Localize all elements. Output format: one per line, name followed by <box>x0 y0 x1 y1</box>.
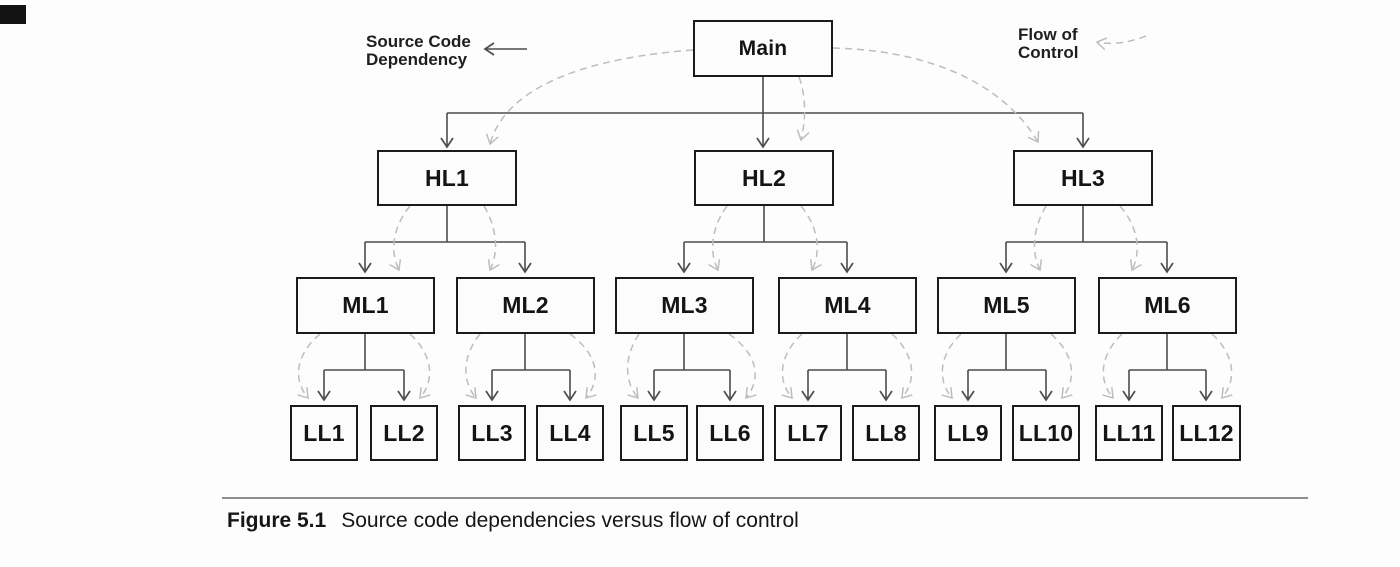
flow-arrow <box>1102 333 1123 400</box>
flow-arrow <box>832 47 1040 144</box>
source-code-dependency-line2: Dependency <box>366 50 468 69</box>
node-ll12: LL12 <box>1172 405 1241 461</box>
node-ml4: ML4 <box>778 277 917 334</box>
node-ml6-label: ML6 <box>1144 292 1191 318</box>
flow-arrow <box>1119 205 1142 272</box>
node-ll11: LL11 <box>1095 405 1163 461</box>
node-hl2-label: HL2 <box>741 164 787 191</box>
node-ml1-label: ML1 <box>342 292 389 318</box>
node-ll4: LL4 <box>536 405 604 461</box>
node-hl3-label: HL3 <box>1060 164 1106 191</box>
node-ll6-label: LL6 <box>709 419 751 446</box>
node-ll5: LL5 <box>620 405 688 461</box>
flow-arrow <box>465 333 481 400</box>
node-ll9-label: LL9 <box>947 419 989 446</box>
flow-arrow <box>297 333 321 400</box>
flow-arrow <box>796 76 810 142</box>
node-ml1: ML1 <box>296 277 435 334</box>
node-hl2: HL2 <box>694 150 834 206</box>
node-ml5-label: ML5 <box>983 292 1030 318</box>
node-ll5-label: LL5 <box>633 419 675 446</box>
flow-of-control-lines <box>297 35 1233 400</box>
node-ml4-label: ML4 <box>824 292 871 318</box>
node-ll10-label: LL10 <box>1018 419 1074 446</box>
flow-arrow <box>409 333 431 400</box>
node-ll7-label: LL7 <box>787 419 829 446</box>
scan-artifact-mark <box>0 5 26 24</box>
flow-arrow <box>1050 333 1073 400</box>
node-ml2: ML2 <box>456 277 595 334</box>
node-ll1: LL1 <box>290 405 358 461</box>
figure-caption-text: Source code dependencies versus flow of … <box>341 509 799 532</box>
node-ll10: LL10 <box>1012 405 1080 461</box>
source-code-dependency-label: Source Code Dependency <box>366 33 471 69</box>
flow-arrow <box>569 333 597 400</box>
flow-arrow <box>781 333 803 400</box>
source-code-dependency-line1: Source Code <box>366 32 471 51</box>
flow-arrow <box>626 333 640 400</box>
node-ll2-label: LL2 <box>383 419 425 446</box>
flow-arrow <box>728 333 757 400</box>
flow-arrow <box>485 49 694 146</box>
node-hl3: HL3 <box>1013 150 1153 206</box>
node-main-label: Main <box>738 36 788 60</box>
node-ml5: ML5 <box>937 277 1076 334</box>
flow-of-control-line1: Flow of <box>1018 25 1078 44</box>
dependency-rails <box>324 112 1206 371</box>
node-ll4-label: LL4 <box>549 419 591 446</box>
figure-caption: Figure 5.1 Source code dependencies versu… <box>227 509 799 533</box>
node-main: Main <box>693 20 833 77</box>
node-ll8: LL8 <box>852 405 920 461</box>
node-ll12-label: LL12 <box>1179 419 1234 446</box>
node-ll8-label: LL8 <box>865 419 907 446</box>
node-ll1-label: LL1 <box>303 419 345 446</box>
node-ml3-label: ML3 <box>661 292 708 318</box>
flow-arrow <box>800 205 822 272</box>
figure-caption-number: Figure 5.1 <box>227 509 327 532</box>
node-ll11-label: LL11 <box>1102 419 1156 446</box>
caption-divider <box>222 497 1308 499</box>
source-dependency-lines <box>317 42 1213 402</box>
flow-of-control-label: Flow of Control <box>1018 26 1078 62</box>
node-ll3: LL3 <box>458 405 526 461</box>
node-hl1: HL1 <box>377 150 517 206</box>
node-ml6: ML6 <box>1098 277 1237 334</box>
node-ll3-label: LL3 <box>471 419 513 446</box>
flow-arrow <box>891 333 913 400</box>
node-hl1-label: HL1 <box>424 164 470 191</box>
flow-arrow <box>1211 333 1233 400</box>
flow-of-control-legend-arrow <box>1095 35 1147 51</box>
node-ll9: LL9 <box>934 405 1002 461</box>
flow-arrow <box>389 205 411 272</box>
flow-arrow <box>483 205 500 272</box>
node-ll2: LL2 <box>370 405 438 461</box>
node-ml3: ML3 <box>615 277 754 334</box>
flow-arrow <box>941 333 962 400</box>
node-ll6: LL6 <box>696 405 764 461</box>
node-ml2-label: ML2 <box>502 292 549 318</box>
flow-arrow <box>1030 205 1047 272</box>
node-ll7: LL7 <box>774 405 842 461</box>
flow-of-control-line2: Control <box>1018 43 1079 62</box>
flow-arrow <box>708 205 728 272</box>
